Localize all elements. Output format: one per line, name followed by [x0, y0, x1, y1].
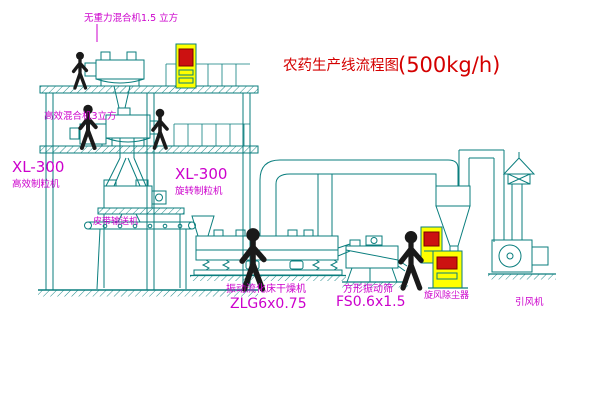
feed-hopper	[191, 215, 215, 237]
building-structure	[38, 63, 259, 297]
chute-stem	[119, 138, 135, 158]
label-granulator-left-model: XL-300	[12, 158, 64, 176]
exhaust-duct	[259, 159, 459, 236]
worker-figure	[151, 106, 169, 150]
floor-slab-top	[39, 85, 259, 94]
label-fan: 引风机	[515, 296, 544, 308]
rotary-granulator	[97, 138, 185, 288]
belt-conveyor	[84, 221, 196, 290]
label-screen-model: FS0.6x1.5	[336, 294, 406, 310]
dryer-outlet-chute	[337, 243, 351, 257]
discharge-chute	[113, 85, 131, 109]
y-chute	[105, 157, 147, 187]
spring	[221, 259, 230, 271]
cyclone-separator	[435, 149, 505, 263]
induced-draft-fan	[488, 239, 556, 280]
label-granulator-right-model: XL-300	[175, 165, 227, 183]
label-belt-conveyor: 皮带输送机	[93, 215, 138, 227]
label-granulator-left-name: 高效制粒机	[12, 178, 60, 190]
label-dust-collector: 旋风除尘器	[424, 289, 469, 301]
worker-figure	[71, 50, 89, 90]
label-mid-mixer: 高效混合机3立方	[44, 110, 117, 122]
floor-slab-mid	[39, 145, 259, 154]
zero-gravity-mixer	[84, 51, 145, 109]
control-cabinet-left	[175, 43, 197, 89]
vibrating-screen	[342, 235, 408, 288]
fan-motor	[531, 246, 549, 266]
label-top-mixer: 无重力混合机1.5 立方	[84, 12, 178, 24]
label-dryer-name: 振动流化床干燥机	[226, 282, 306, 295]
spring	[311, 259, 320, 271]
worker-figure	[401, 231, 421, 288]
fluid-bed-dryer	[190, 215, 351, 281]
label-screen-name: 方形振动筛	[343, 282, 393, 295]
platform	[97, 207, 185, 215]
exhaust-stack	[502, 152, 536, 240]
label-dryer-model: ZLG6x0.75	[230, 296, 307, 312]
granulator-discharge	[117, 213, 141, 223]
spring	[329, 259, 338, 271]
vibration-motor	[289, 260, 304, 270]
diagram-title-capacity: (500kg/h)	[398, 53, 500, 77]
diagram-title: 农药生产线流程图	[283, 57, 399, 74]
control-cabinet-right-lower	[428, 250, 468, 289]
ground-hatch	[38, 290, 258, 297]
spring	[201, 259, 210, 271]
granulator-motor	[151, 190, 167, 205]
label-granulator-right-name: 旋转制粒机	[175, 185, 223, 197]
screen-deck	[345, 249, 399, 261]
stack-cap	[502, 157, 536, 175]
